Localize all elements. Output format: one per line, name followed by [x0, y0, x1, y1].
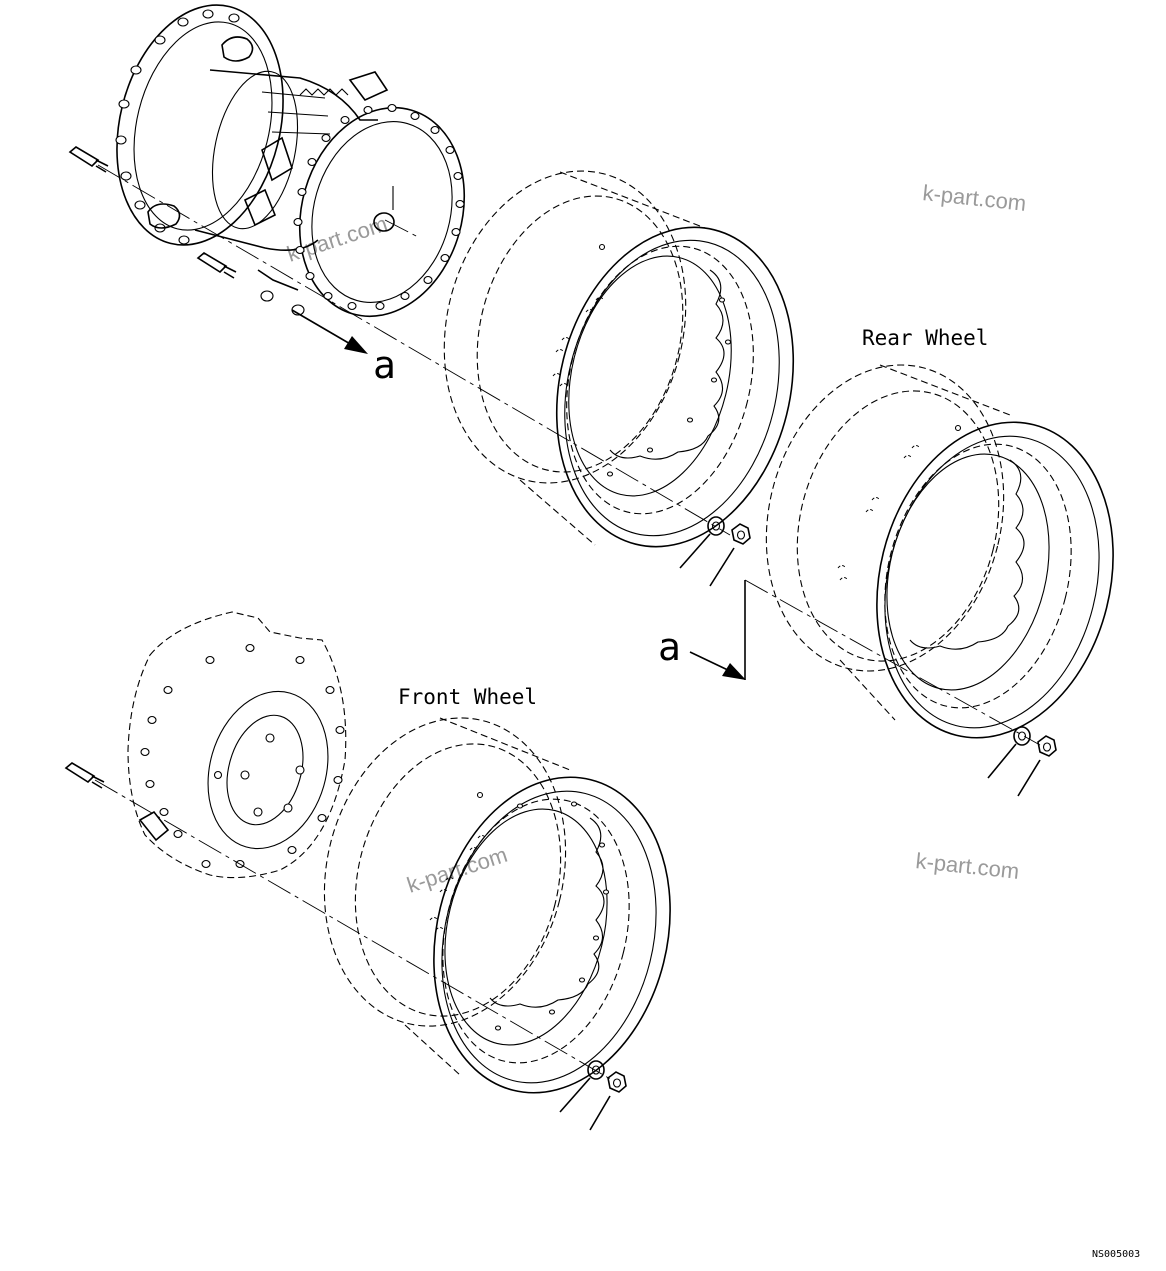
center-line	[94, 779, 613, 1081]
hub-bolt	[64, 762, 105, 789]
reference-arrow-a-lower: a	[658, 580, 746, 680]
front-axle-hub	[127, 611, 347, 879]
center-line	[384, 219, 421, 239]
wheel-nut	[709, 523, 751, 587]
wheel-nut	[589, 1071, 627, 1131]
reference-arrow-a-upper: a	[291, 309, 396, 387]
front-wheel-label: Front Wheel	[398, 685, 537, 709]
watermark: k-part.com	[914, 848, 1020, 884]
center-line	[744, 579, 1041, 746]
watermark: k-part.com	[404, 842, 511, 898]
rear-wheel-rim-upper	[443, 170, 795, 548]
wheel-washer	[987, 726, 1031, 779]
reference-label-a: a	[658, 625, 681, 669]
rear-wheel-label: Rear Wheel	[862, 326, 988, 350]
watermark: k-part.com	[921, 180, 1027, 216]
reference-label-a: a	[373, 343, 396, 387]
wheel-nut	[1017, 735, 1057, 797]
front-wheel-rim	[323, 717, 671, 1094]
wheel-washer	[679, 516, 725, 569]
hub-bolt	[196, 252, 237, 279]
wheel-washer	[559, 1060, 605, 1113]
drawing-code: NS005003	[1092, 1249, 1140, 1260]
rear-axle-hub	[115, 4, 466, 318]
center-line	[97, 164, 731, 536]
rear-wheel-rim	[765, 364, 1114, 739]
hub-bolt	[68, 146, 109, 173]
